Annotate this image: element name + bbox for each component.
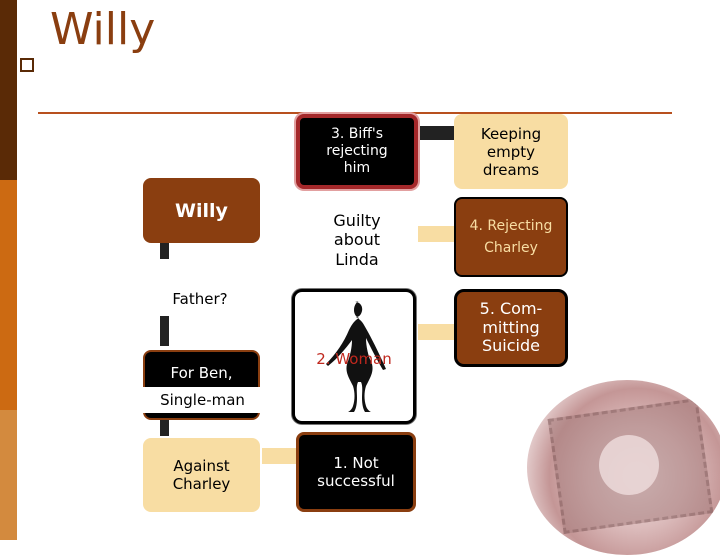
- node-against-charley: Against Charley: [143, 438, 260, 512]
- stamp-center: [599, 435, 659, 495]
- node-willy-label: Willy: [175, 200, 228, 222]
- node-against-charley-label: Against Charley: [172, 457, 231, 493]
- node-guilty-linda: Guilty about Linda: [296, 200, 418, 280]
- node-single-man-label: Single-man: [160, 391, 245, 409]
- node-single-man: Single-man: [140, 387, 265, 413]
- node-keeping-dreams-label: Keeping empty dreams: [480, 124, 542, 179]
- node-rejecting-charley-label: 4. Rejecting Charley: [469, 217, 553, 256]
- connector-father-forben: [160, 316, 169, 346]
- node-father-label: Father?: [172, 290, 228, 308]
- node-committing-suicide: 5. Com- mitting Suicide: [454, 289, 568, 367]
- stamp-image: [527, 380, 720, 555]
- node-biffs-rejecting: 3. Biff's rejecting him: [296, 114, 418, 189]
- node-not-successful-label: 1. Not successful: [317, 454, 395, 490]
- node-woman-label: 2. Woman: [316, 349, 392, 368]
- node-rejecting-charley: 4. Rejecting Charley: [454, 197, 568, 277]
- title-rule: [38, 112, 672, 114]
- node-father: Father?: [140, 286, 260, 312]
- node-keeping-dreams: Keeping empty dreams: [454, 114, 568, 189]
- connector-biff-keeping: [418, 126, 458, 140]
- node-committing-suicide-label: 5. Com- mitting Suicide: [479, 299, 543, 356]
- node-guilty-linda-label: Guilty about Linda: [333, 211, 381, 269]
- connector-against-notsuccessful: [262, 448, 296, 464]
- stripe-light: [0, 410, 17, 540]
- slide-bullet-icon: [20, 58, 34, 72]
- node-biffs-rejecting-label: 3. Biff's rejecting him: [326, 126, 388, 176]
- node-not-successful: 1. Not successful: [296, 432, 416, 512]
- node-woman: 2. Woman: [292, 289, 416, 424]
- connector-woman-suicide: [418, 324, 454, 340]
- node-for-ben-label: For Ben,: [170, 364, 233, 382]
- slide-title: Willy: [50, 4, 156, 55]
- stripe-orange: [0, 180, 17, 410]
- connector-guilty-rejecting: [418, 226, 454, 242]
- node-willy: Willy: [143, 178, 260, 243]
- connectors: [160, 126, 458, 464]
- woman-silhouette-icon: [326, 301, 386, 412]
- connector-willy-father: [160, 243, 169, 259]
- connector-single-against: [160, 420, 169, 436]
- stripe-dark: [0, 0, 17, 180]
